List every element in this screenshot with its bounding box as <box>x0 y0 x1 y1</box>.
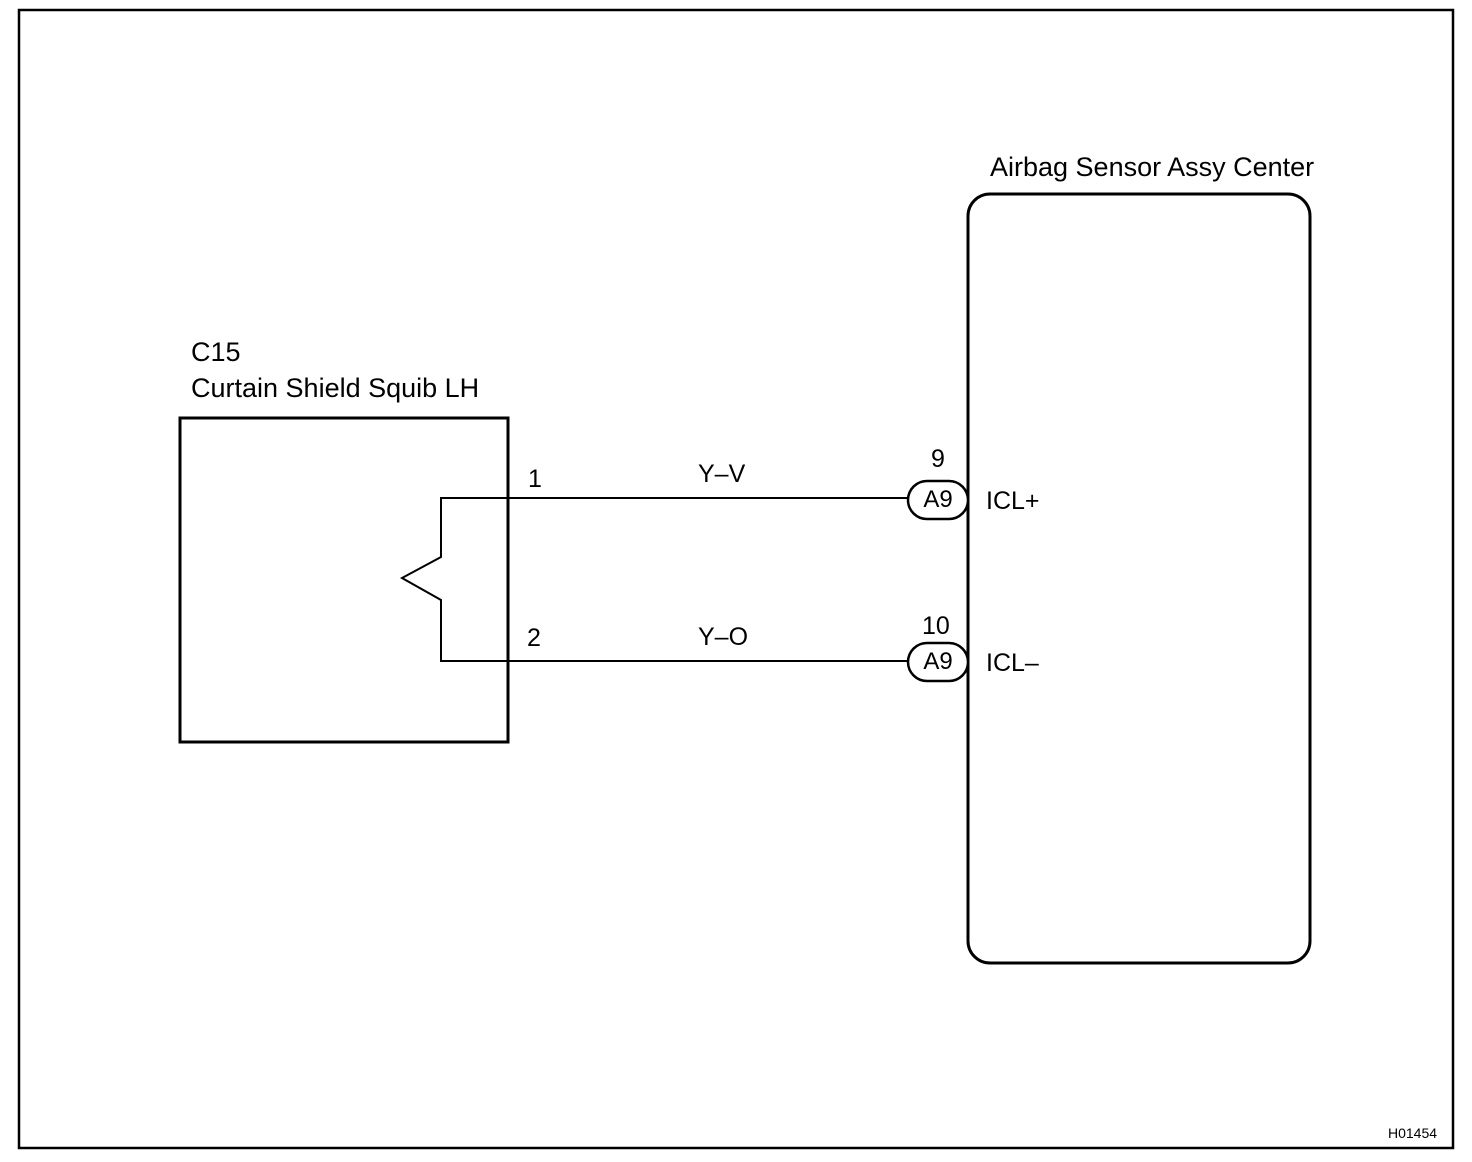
connector-pin-10: 10 <box>922 612 950 640</box>
connector-label-a9-minus: A9 <box>923 648 953 675</box>
connector-oval-icl-plus <box>906 479 970 521</box>
squib-code: C15 <box>191 337 241 367</box>
squib-element-symbol <box>399 497 508 662</box>
terminal-icl-minus: ICL– <box>986 649 1039 677</box>
connector-oval-icl-minus <box>906 641 970 683</box>
diagram-frame <box>17 8 1455 1150</box>
squib-pin-2: 2 <box>527 624 541 652</box>
squib-box <box>178 416 510 744</box>
squib-pin-1: 1 <box>528 465 542 493</box>
squib-title: Curtain Shield Squib LH <box>191 373 480 403</box>
sensor-box <box>966 192 1312 965</box>
terminal-icl-plus: ICL+ <box>986 487 1040 515</box>
connector-pin-9: 9 <box>931 445 945 473</box>
figure-id: H01454 <box>1388 1125 1438 1141</box>
connector-label-a9-plus: A9 <box>923 486 953 513</box>
wire-color-y-o: Y–O <box>698 623 749 651</box>
sensor-title: Airbag Sensor Assy Center <box>990 152 1315 182</box>
wire-color-y-v: Y–V <box>698 460 746 488</box>
